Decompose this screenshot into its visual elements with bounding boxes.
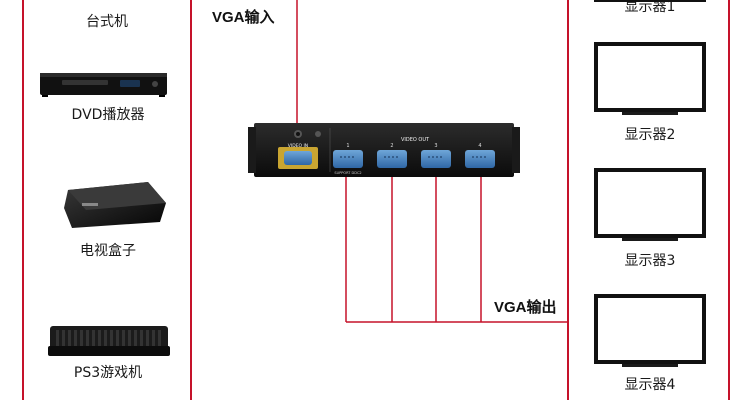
right-panel-border-left <box>567 0 569 400</box>
source-label-ps3: PS3游戏机 <box>73 365 143 381</box>
right-panel-border-right <box>728 0 730 400</box>
device-port-2-label: 2 <box>390 143 393 149</box>
dvd-player-icon <box>40 73 167 97</box>
monitor-label-4: 显示器4 <box>624 377 676 393</box>
monitor-label-1: 显示器1 <box>624 0 676 15</box>
device-port-4-label: 4 <box>478 143 481 149</box>
vga-output-wires <box>345 160 568 323</box>
monitor-label-3: 显示器3 <box>624 253 676 269</box>
left-panel-border-left <box>22 0 24 400</box>
monitor-4-icon <box>594 294 706 367</box>
monitor-3-icon <box>594 168 706 241</box>
monitor-label-2: 显示器2 <box>624 127 676 143</box>
monitor-2-icon <box>594 42 706 115</box>
left-panel-border-right <box>190 0 192 400</box>
device-support-label: SUPPORT DDC2 <box>334 171 361 175</box>
device-video-out-label: VIDEO OUT <box>401 137 430 143</box>
source-label-dvd: DVD播放器 <box>71 107 145 123</box>
tv-box-icon <box>64 182 166 228</box>
source-label-desktop: 台式机 <box>86 14 128 30</box>
vga-splitter-device <box>248 123 520 177</box>
device-video-in-label: VIDEO IN <box>288 143 308 149</box>
vga-input-label: VGA输入 <box>212 9 275 26</box>
vga-output-label: VGA输出 <box>494 299 557 316</box>
device-port-3-label: 3 <box>434 143 437 149</box>
source-label-tvbox: 电视盒子 <box>80 243 136 259</box>
device-port-1-label: 1 <box>346 143 349 149</box>
ps3-console-icon <box>48 326 170 356</box>
monitor-1-icon <box>594 0 706 2</box>
